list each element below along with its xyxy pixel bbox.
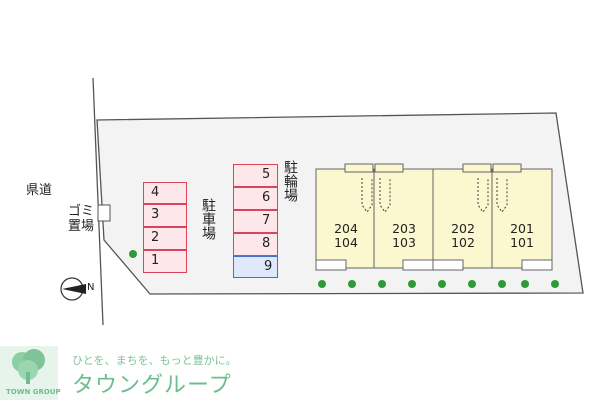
unit-lower-number: 103	[392, 235, 416, 250]
town-group-logo-icon	[0, 346, 58, 400]
parking-stall-highlighted: 9	[233, 256, 278, 278]
parking-stall: 7	[233, 210, 278, 233]
tree-icon	[498, 280, 506, 288]
tree-icon	[129, 250, 137, 258]
tree-icon	[408, 280, 416, 288]
unit-label: 202 102	[434, 222, 492, 250]
tree-icon	[468, 280, 476, 288]
unit-label: 203 103	[375, 222, 433, 250]
compass-direction-label: N	[87, 282, 95, 293]
unit-upper-number: 203	[392, 221, 416, 236]
unit-lower-number: 101	[510, 235, 534, 250]
parking-stall: 4	[143, 182, 187, 204]
tree-icon	[551, 280, 559, 288]
footer-tagline: ひとを、まちを、もっと豊かに。	[72, 354, 237, 367]
unit-upper-number: 201	[510, 221, 534, 236]
unit-upper-number: 202	[451, 221, 475, 236]
brand-name: タウングループ	[72, 373, 232, 398]
parking-stall: 1	[143, 250, 187, 273]
unit-lower-number: 104	[334, 235, 358, 250]
bicycle-parking-label: 駐輪場	[282, 160, 298, 202]
north-compass-icon	[60, 277, 86, 301]
garbage-label: ゴミ置場	[68, 204, 95, 234]
tree-icon	[348, 280, 356, 288]
unit-label: 201 101	[493, 222, 551, 250]
road-label: 県道	[26, 183, 53, 198]
parking-stall: 6	[233, 187, 278, 210]
apartment-building	[315, 163, 553, 271]
parking-stall: 2	[143, 227, 187, 250]
unit-lower-number: 102	[451, 235, 475, 250]
garbage-box	[97, 204, 111, 222]
tree-icon	[521, 280, 529, 288]
parking-stall: 5	[233, 164, 278, 187]
road-line	[92, 77, 104, 326]
unit-upper-number: 204	[334, 221, 358, 236]
parking-stall: 8	[233, 233, 278, 256]
tree-icon	[438, 280, 446, 288]
logo-text: TOWN GROUP	[6, 388, 61, 396]
parking-label: 駐車場	[200, 198, 216, 240]
unit-label: 204 104	[318, 222, 374, 250]
tree-icon	[378, 280, 386, 288]
parking-stall: 3	[143, 204, 187, 227]
tree-icon	[318, 280, 326, 288]
